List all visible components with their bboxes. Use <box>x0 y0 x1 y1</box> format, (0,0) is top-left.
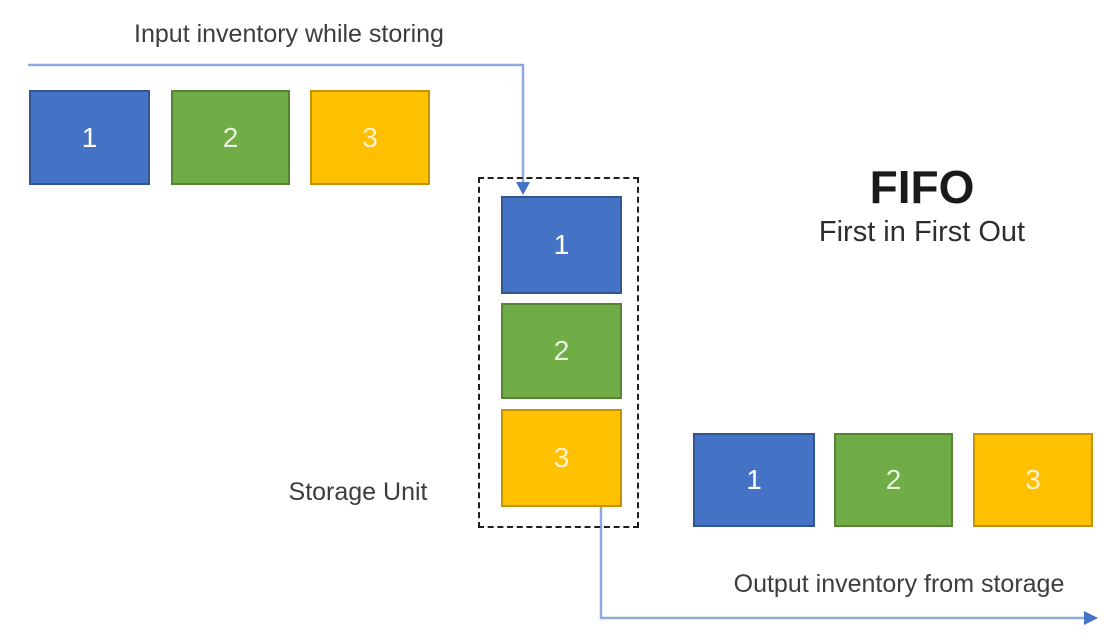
storage-box-2: 2 <box>501 303 622 399</box>
box-number: 1 <box>81 121 98 153</box>
input-box-1: 1 <box>29 90 150 185</box>
box-number: 2 <box>885 464 902 495</box>
page-title: FIFO <box>869 161 975 213</box>
box-number: 1 <box>553 229 570 260</box>
output-flow-label: Output inventory from storage <box>733 570 1065 598</box>
box-number: 3 <box>362 121 378 153</box>
output-arrowhead-icon <box>1084 611 1098 625</box>
box-number: 1 <box>746 464 762 495</box>
page-subtitle: First in First Out <box>818 216 1026 248</box>
box-number: 3 <box>553 442 570 473</box>
output-box-1: 1 <box>693 433 815 527</box>
storage-unit-outline <box>478 177 639 528</box>
input-flow-label: Input inventory while storing <box>134 20 444 48</box>
output-flow-line <box>599 507 1086 620</box>
box-number: 3 <box>1025 464 1041 495</box>
storage-box-3: 3 <box>501 409 622 507</box>
storage-unit-label: Storage Unit <box>288 478 428 506</box>
input-box-2: 2 <box>171 90 290 185</box>
output-box-2: 2 <box>834 433 953 527</box>
input-arrowhead-icon <box>516 182 530 195</box>
input-box-3: 3 <box>310 90 430 185</box>
storage-box-1: 1 <box>501 196 622 294</box>
box-number: 2 <box>222 121 239 153</box>
input-flow-line <box>28 63 525 186</box>
output-box-3: 3 <box>973 433 1093 527</box>
box-number: 2 <box>553 335 570 366</box>
